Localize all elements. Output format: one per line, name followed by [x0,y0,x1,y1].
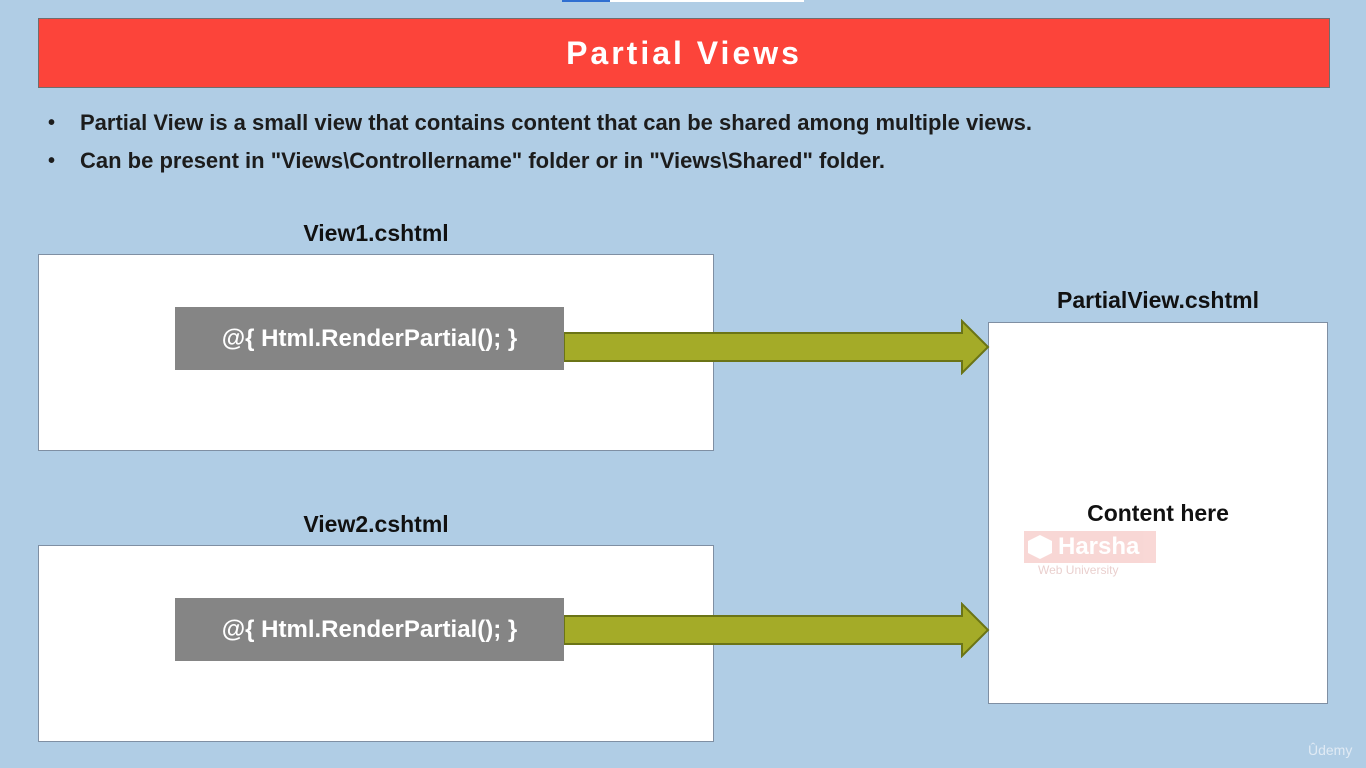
arrow-shape [564,319,990,375]
watermark-subtitle: Web University [1038,563,1119,577]
bullet-text: Partial View is a small view that contai… [80,110,1032,135]
bullet-item: • Can be present in "Views\Controllernam… [48,142,1032,180]
view2-code-box: @{ Html.RenderPartial(); } [175,598,564,661]
bullet-list: • Partial View is a small view that cont… [48,104,1032,180]
bullet-item: • Partial View is a small view that cont… [48,104,1032,142]
bullet-dot: • [48,149,56,172]
progress-strip-segment [562,0,610,2]
arrow-view2-to-partial [564,602,990,658]
arrow-shape [564,602,990,658]
progress-strip [562,0,804,2]
slide-title: Partial Views [566,34,802,71]
watermark-name: Harsha [1058,533,1140,560]
hexagon-icon [1028,535,1052,559]
bullet-dot: • [48,111,56,134]
partial-view-content: Content here [1087,500,1229,526]
view2-label: View2.cshtml [303,511,449,537]
arrow-view1-to-partial [564,319,990,375]
watermark-logo: Harsha Web University [1024,531,1156,577]
view1-label: View1.cshtml [303,220,449,246]
view1-code-box: @{ Html.RenderPartial(); } [175,307,564,370]
title-bar: Partial Views [38,18,1330,88]
udemy-logo: Ûdemy [1308,742,1353,758]
bullet-text: Can be present in "Views\Controllername"… [80,148,885,173]
partial-view-label: PartialView.cshtml [1057,287,1259,313]
partial-view-box [988,322,1328,704]
